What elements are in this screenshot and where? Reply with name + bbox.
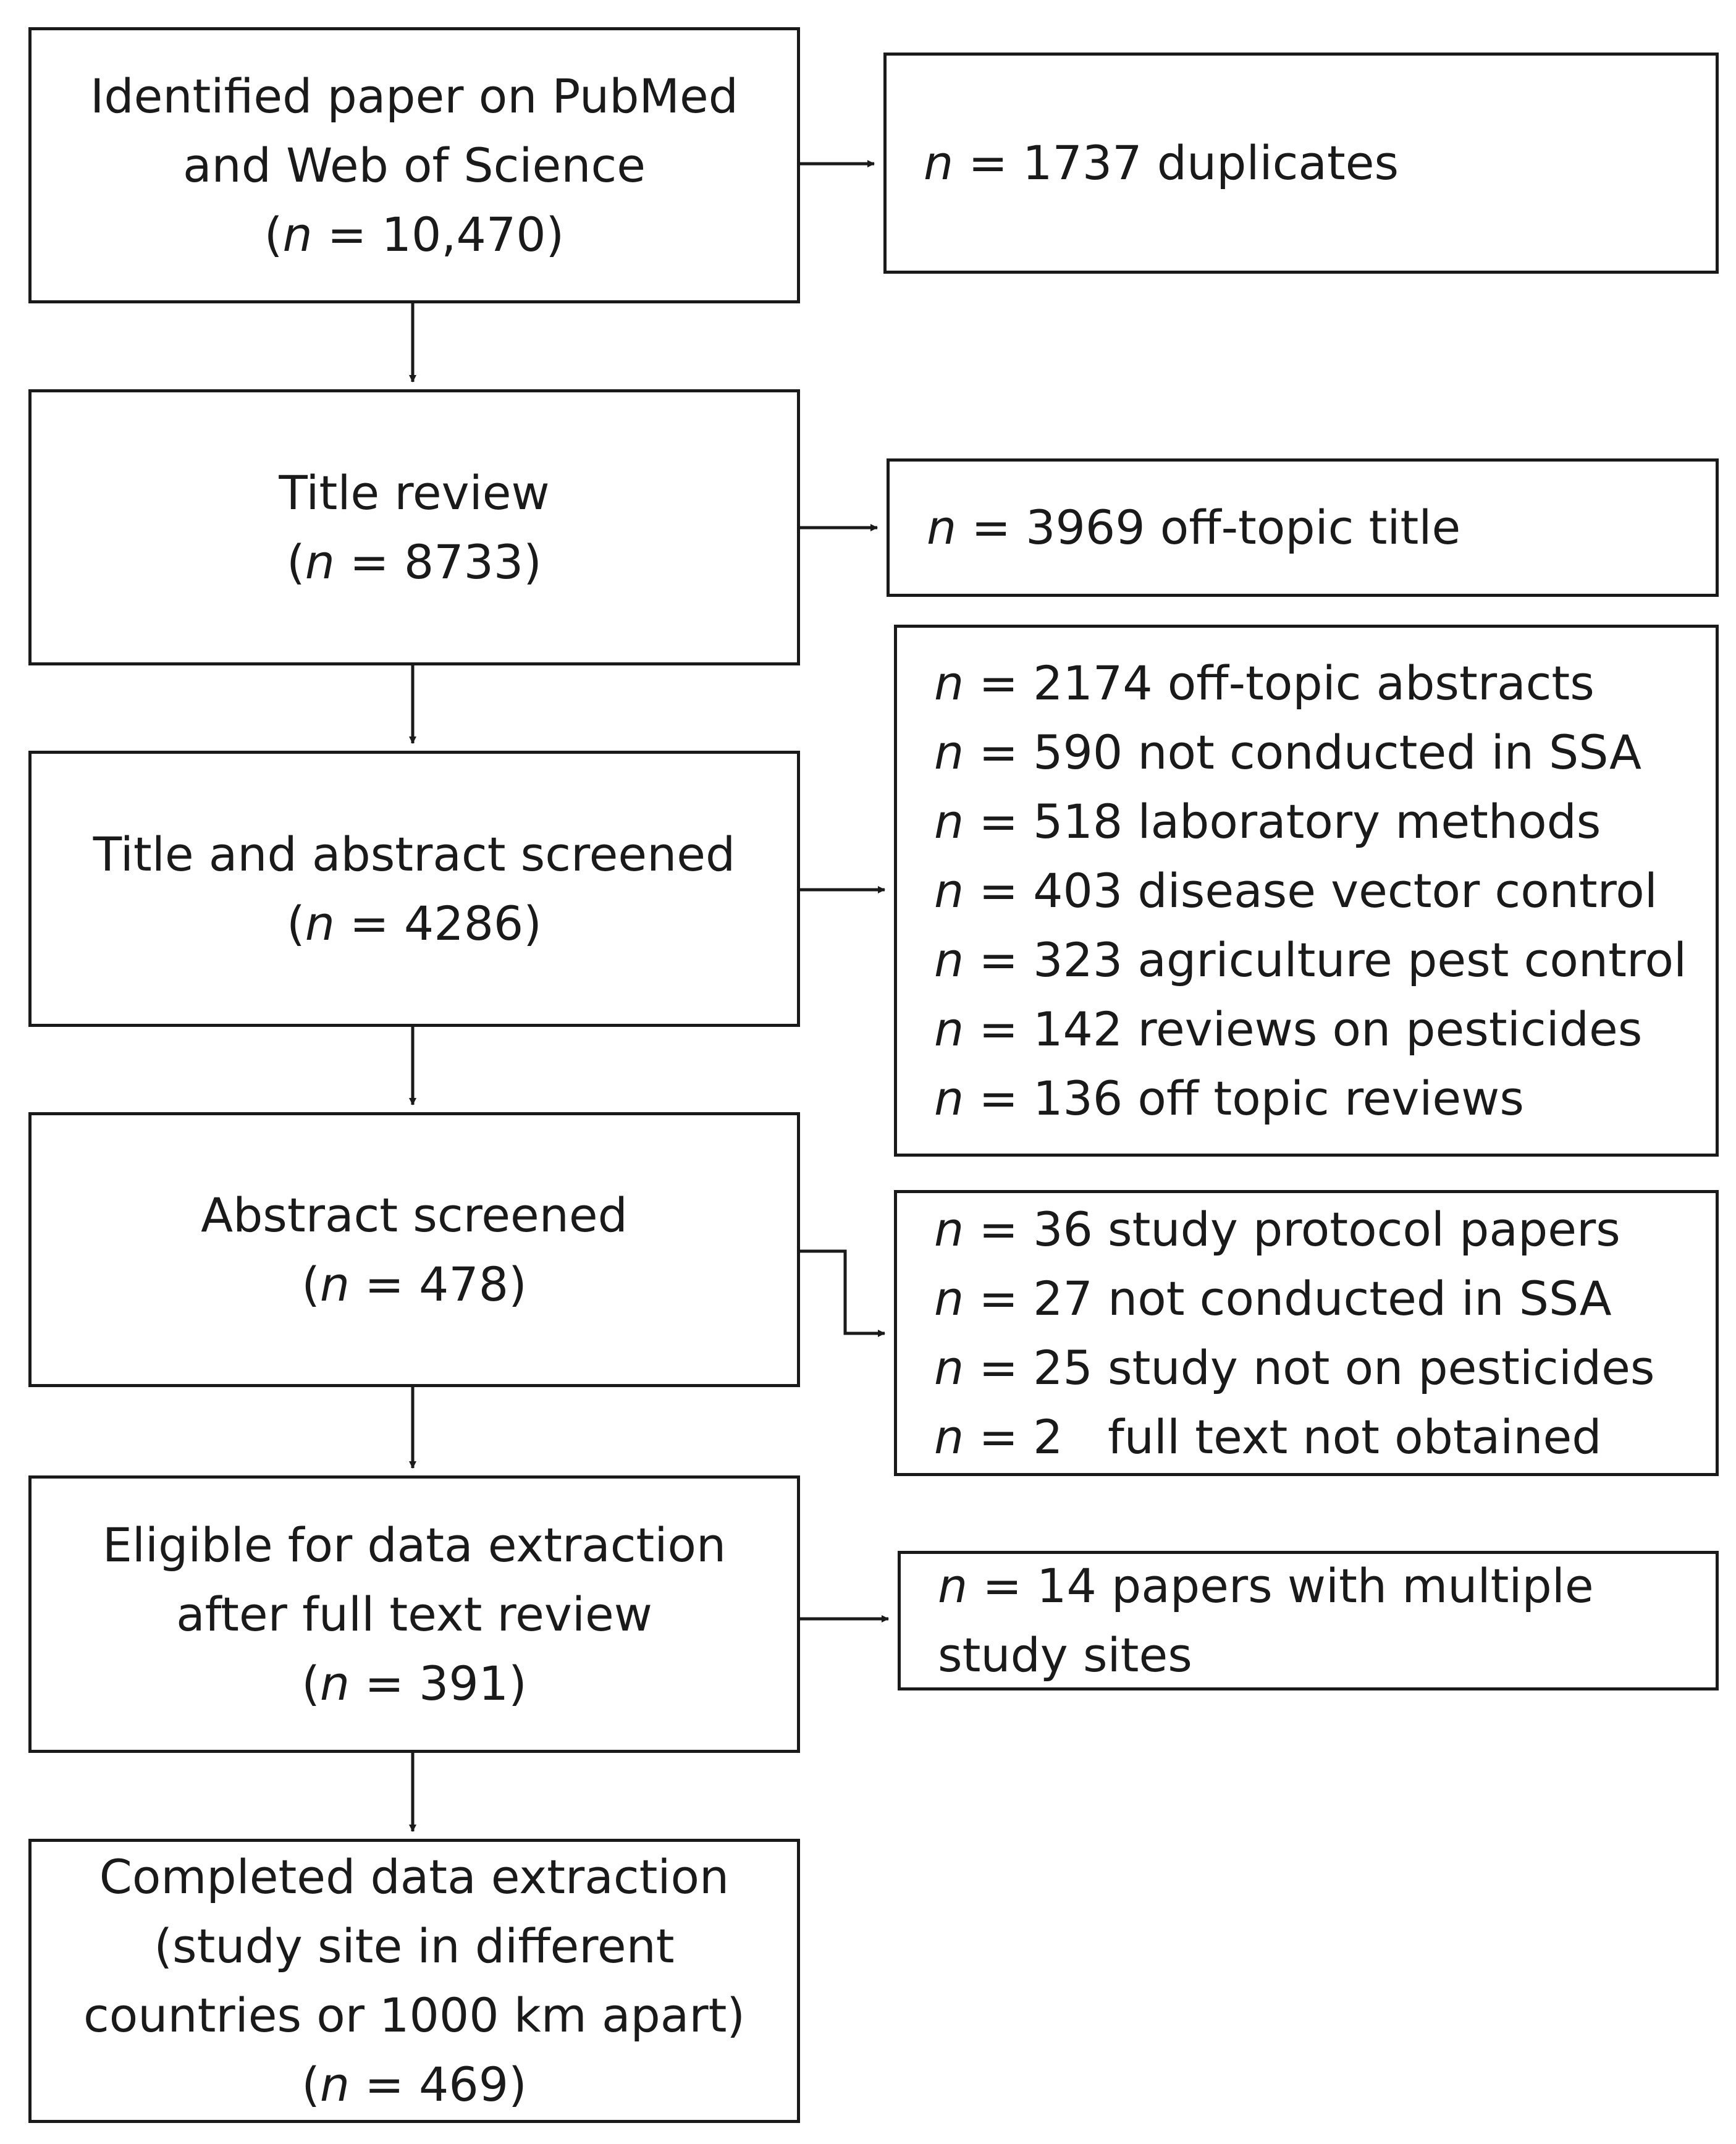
exclusion-line: n = 518 laboratory methods <box>934 787 1601 856</box>
box-count-line: (n = 8733) <box>287 528 542 597</box>
completed-extraction-box: Completed data extraction (study site in… <box>28 1839 800 2123</box>
count-value: = 391) <box>350 1655 527 1711</box>
n-symbol: n <box>924 135 954 190</box>
duplicates-box: n = 1737 duplicates <box>883 53 1719 274</box>
box-line: Abstract screened <box>201 1187 628 1243</box>
exclusion-line: study sites <box>938 1627 1192 1682</box>
title-review-box: Title review (n = 8733) <box>28 389 800 665</box>
exclusion-line: n = 14 papers with multiple <box>938 1551 1594 1621</box>
paren-open: ( <box>264 206 283 262</box>
abstract-screened-box: Abstract screened (n = 478) <box>28 1112 800 1387</box>
eligible-box: Eligible for data extraction after full … <box>28 1475 800 1753</box>
exclusion-text: = 323 agriculture pest control <box>964 932 1687 987</box>
count-value: = 8733) <box>334 534 542 589</box>
n-symbol: n <box>305 895 335 951</box>
paren-open: ( <box>301 1256 320 1312</box>
n-symbol: n <box>934 1409 964 1464</box>
exclusion-text: = 136 off topic reviews <box>964 1070 1524 1126</box>
n-symbol: n <box>934 1340 964 1395</box>
fulltext-exclusions-box: n = 36 study protocol papers n = 27 not … <box>894 1190 1719 1476</box>
n-symbol: n <box>282 206 313 262</box>
n-symbol: n <box>934 1201 964 1257</box>
box-line: (study site in different <box>154 1918 675 1973</box>
n-symbol: n <box>934 932 964 987</box>
n-symbol: n <box>319 1655 350 1711</box>
box-count-line: (n = 10,470) <box>264 200 564 269</box>
exclusion-line: n = 1737 duplicates <box>924 129 1399 198</box>
box-line: Identified paper on PubMed <box>90 68 739 124</box>
exclusion-text: = 36 study protocol papers <box>964 1201 1620 1257</box>
arrow-to-exclusions-fulltext <box>798 1249 885 1337</box>
paren-open: ( <box>301 1655 320 1711</box>
exclusion-line: n = 590 not conducted in SSA <box>934 718 1641 787</box>
box-line: Eligible for data extraction <box>102 1517 727 1572</box>
exclusion-text: = 142 reviews on pesticides <box>964 1001 1643 1057</box>
exclusion-line: n = 323 agriculture pest control <box>934 926 1687 995</box>
n-symbol: n <box>934 793 964 849</box>
exclusion-line: n = 2 full text not obtained <box>934 1403 1601 1472</box>
n-symbol: n <box>319 1256 350 1312</box>
n-symbol: n <box>934 655 964 711</box>
n-symbol: n <box>319 2057 350 2112</box>
abstract-exclusions-box: n = 2174 off-topic abstracts n = 590 not… <box>894 625 1719 1157</box>
exclusion-text: = 518 laboratory methods <box>964 793 1601 849</box>
exclusion-text: = 3969 off-topic title <box>956 500 1461 555</box>
multiple-sites-box: n = 14 papers with multiple study sites <box>898 1551 1719 1690</box>
box-line: and Web of Science <box>182 137 646 193</box>
exclusion-line: n = 3969 off-topic title <box>927 493 1460 562</box>
exclusion-text: = 14 papers with multiple <box>967 1558 1594 1613</box>
box-count-line: (n = 478) <box>301 1250 527 1319</box>
exclusion-line: n = 25 study not on pesticides <box>934 1333 1654 1403</box>
box-line: Completed data extraction <box>99 1849 730 1904</box>
count-value: = 10,470) <box>312 206 565 262</box>
count-value: = 478) <box>350 1256 527 1312</box>
off-topic-title-box: n = 3969 off-topic title <box>887 458 1719 597</box>
n-symbol: n <box>934 863 964 918</box>
exclusion-line: n = 136 off topic reviews <box>934 1064 1524 1133</box>
box-count-line: (n = 391) <box>301 1649 527 1718</box>
n-symbol: n <box>305 534 335 589</box>
box-count-line: (n = 4286) <box>287 889 542 958</box>
box-count-line: (n = 469) <box>301 2050 527 2119</box>
exclusion-text: = 403 disease vector control <box>964 863 1658 918</box>
box-line: after full text review <box>176 1586 652 1642</box>
title-abstract-box: Title and abstract screened (n = 4286) <box>28 751 800 1027</box>
exclusion-line: n = 36 study protocol papers <box>934 1195 1620 1264</box>
exclusion-line: n = 27 not conducted in SSA <box>934 1264 1612 1333</box>
count-value: = 4286) <box>334 895 542 951</box>
identified-papers-box: Identified paper on PubMed and Web of Sc… <box>28 27 800 303</box>
box-line: countries or 1000 km apart) <box>83 1988 746 2043</box>
n-symbol: n <box>938 1558 968 1613</box>
count-value: = 469) <box>350 2057 527 2112</box>
exclusion-text: = 590 not conducted in SSA <box>964 724 1641 780</box>
exclusion-line: n = 142 reviews on pesticides <box>934 995 1642 1064</box>
n-symbol: n <box>934 1001 964 1057</box>
exclusion-text: = 25 study not on pesticides <box>964 1340 1655 1395</box>
exclusion-text: = 2174 off-topic abstracts <box>964 655 1595 711</box>
paren-open: ( <box>301 2057 320 2112</box>
n-symbol: n <box>934 724 964 780</box>
exclusion-text: = 2 full text not obtained <box>964 1409 1602 1464</box>
n-symbol: n <box>934 1270 964 1326</box>
box-line: Title review <box>279 465 550 520</box>
exclusion-line: n = 2174 off-topic abstracts <box>934 649 1595 718</box>
n-symbol: n <box>934 1070 964 1126</box>
n-symbol: n <box>927 500 957 555</box>
exclusion-text: = 1737 duplicates <box>953 135 1399 190</box>
exclusion-line: n = 403 disease vector control <box>934 856 1658 926</box>
paren-open: ( <box>287 895 305 951</box>
paren-open: ( <box>287 534 305 589</box>
box-line: Title and abstract screened <box>93 826 736 882</box>
exclusion-text: = 27 not conducted in SSA <box>964 1270 1612 1326</box>
